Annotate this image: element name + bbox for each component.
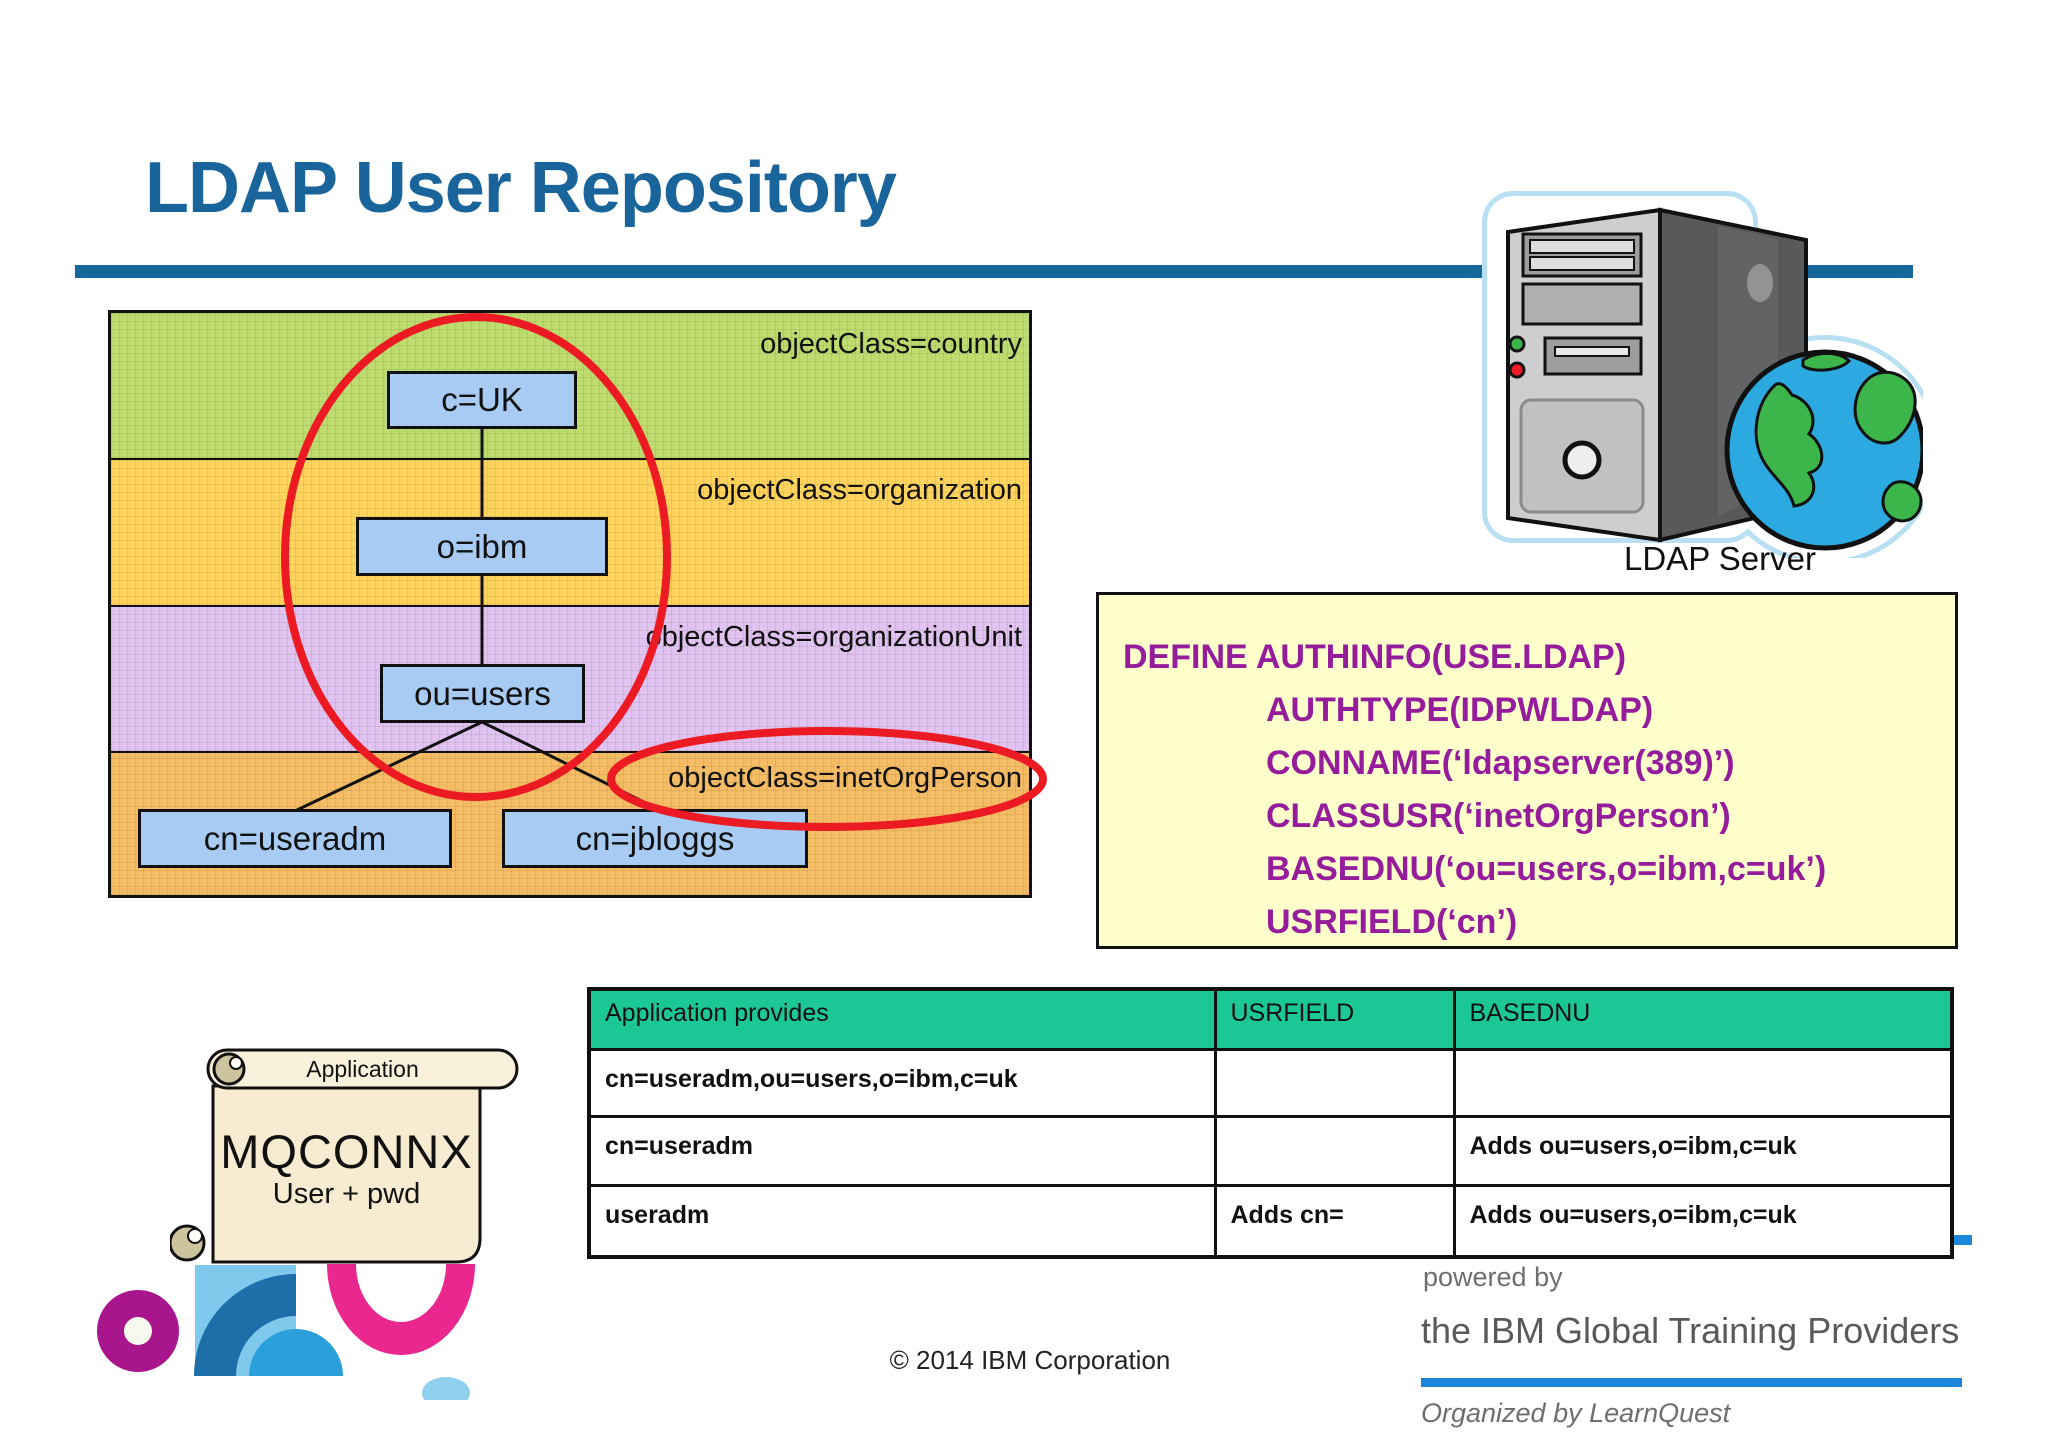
mqsc-line-usrfield: USRFIELD(‘cn’) [1266, 903, 1518, 941]
cell-app-provides-name: useradm [587, 1183, 1217, 1259]
band-label-organization: objectClass=organization [697, 474, 1022, 506]
node-ou-users: ou=users [380, 664, 585, 723]
ibm-global-training-providers-label: the IBM Global Training Providers [1421, 1310, 1960, 1351]
band-label-country: objectClass=country [760, 328, 1022, 360]
ldap-server-icon [1482, 191, 1923, 558]
node-cn-jbloggs: cn=jbloggs [502, 809, 808, 868]
application-banner-label: Application [306, 1056, 419, 1082]
organized-by-learnquest-label: Organized by LearnQuest [1421, 1398, 1731, 1428]
band-label-inet-org-person: objectClass=inetOrgPerson [668, 762, 1022, 794]
cell-usrfield-adds: Adds cn= [1213, 1183, 1456, 1259]
mqsc-line-conname: CONNAME(‘ldapserver(389)’) [1266, 744, 1735, 782]
mqsc-line-define: DEFINE AUTHINFO(USE.LDAP) [1123, 638, 1627, 676]
cell-basednu-adds: Adds ou=users,o=ibm,c=uk [1452, 1114, 1954, 1187]
learnquest-logo-decoration [97, 1264, 475, 1400]
mqconnx-label: MQCONNX [220, 1125, 473, 1178]
table-row: useradm Adds cn= Adds ou=users,o=ibm,c=u… [587, 1183, 1954, 1259]
column-header-usrfield: USRFIELD [1213, 987, 1456, 1051]
ldap-server-label: LDAP Server [1624, 540, 1816, 577]
cell-usrfield-empty [1213, 1114, 1456, 1187]
column-header-basednu: BASEDNU [1452, 987, 1954, 1051]
mqsc-line-classusr: CLASSUSR(‘inetOrgPerson’) [1266, 797, 1731, 835]
table-row: cn=useradm Adds ou=users,o=ibm,c=uk [587, 1114, 1954, 1187]
cell-app-provides-cn: cn=useradm [587, 1114, 1217, 1187]
node-o-ibm: o=ibm [356, 517, 608, 576]
column-header-application-provides: Application provides [587, 987, 1217, 1051]
table-header-row: Application provides USRFIELD BASEDNU [587, 987, 1954, 1051]
page-title: LDAP User Repository [145, 148, 897, 228]
brand-blue-stub [1950, 1235, 1972, 1245]
user-pwd-label: User + pwd [272, 1178, 421, 1210]
title-divider [75, 265, 1913, 278]
cell-app-provides-full-dn: cn=useradm,ou=users,o=ibm,c=uk [587, 1047, 1217, 1118]
node-c-uk: c=UK [387, 371, 577, 429]
mqsc-line-basednu: BASEDNU(‘ou=users,o=ibm,c=uk’) [1266, 850, 1827, 888]
mqsc-define-box: DEFINE AUTHINFO(USE.LDAP) AUTHTYPE(IDPWL… [1096, 592, 1958, 949]
brand-underline [1421, 1378, 1962, 1387]
cell-basednu-empty [1452, 1047, 1954, 1118]
cell-basednu-adds: Adds ou=users,o=ibm,c=uk [1452, 1183, 1954, 1259]
mqsc-line-authtype: AUTHTYPE(IDPWLDAP) [1266, 691, 1654, 729]
usrfield-basednu-table: Application provides USRFIELD BASEDNU cn… [587, 987, 1954, 1259]
powered-by-label: powered by [1423, 1262, 1563, 1292]
band-label-organization-unit: objectClass=organizationUnit [645, 621, 1022, 653]
node-cn-useradm: cn=useradm [138, 809, 452, 868]
table-row: cn=useradm,ou=users,o=ibm,c=uk [587, 1047, 1954, 1118]
application-scroll-icon [170, 1048, 519, 1264]
cell-usrfield-empty [1213, 1047, 1456, 1118]
copyright-text: © 2014 IBM Corporation [889, 1345, 1171, 1375]
